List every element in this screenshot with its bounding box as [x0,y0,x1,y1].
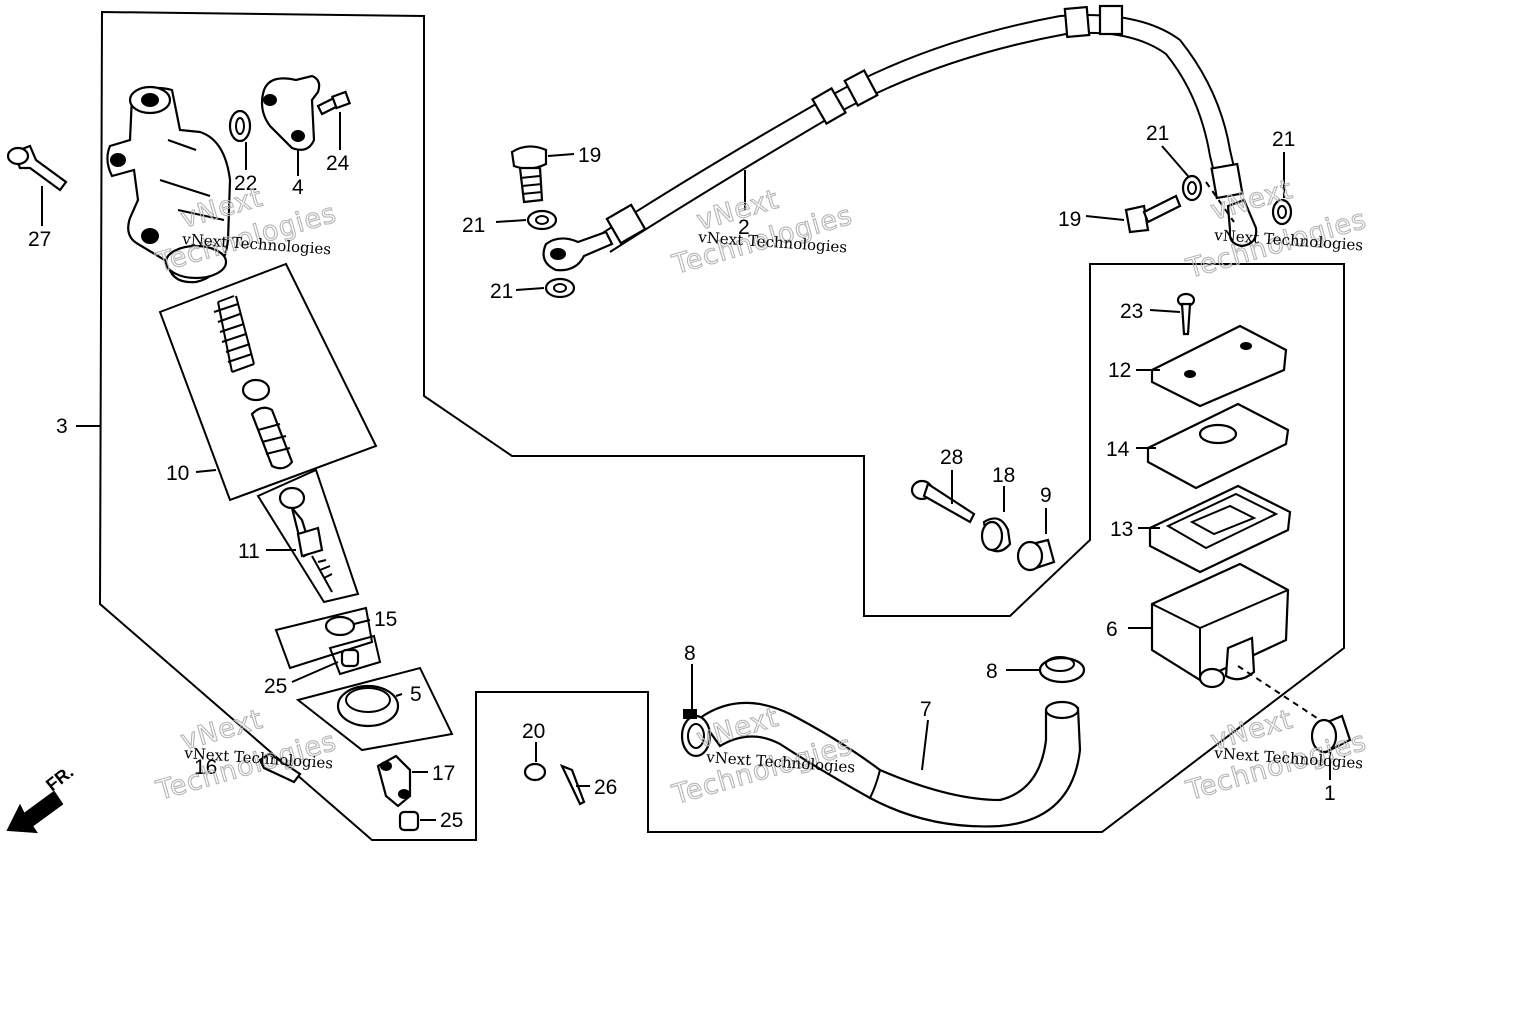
watermark: vNext Technologies vNext Technologies [1182,173,1371,285]
part-label: 2 [738,216,750,239]
group-outlines [98,10,1345,841]
piston-10 [250,406,294,470]
spring-seat [241,378,271,402]
nut-25a [340,648,360,668]
bolt-16 [258,752,302,784]
banjo-bolt-19-left [510,145,548,204]
part-label: 25 [264,675,287,698]
group-outline-piston-set [158,262,378,502]
clevis-17 [376,754,412,808]
front-marker-label: FR. [42,762,77,796]
group-outline-nut [328,634,382,676]
part-label: 1 [1324,782,1336,805]
washer-21d [1271,198,1293,226]
part-label: 4 [292,176,304,199]
grommet-1 [1310,714,1352,754]
banjo-fitting-left [542,230,614,272]
part-label: 8 [684,642,696,665]
part-label: 16 [194,756,217,779]
banjo-bolt-19-right [1124,194,1182,234]
part-label: 14 [1106,438,1130,461]
reservoir-hose-7 [698,700,1082,828]
washer-21a [526,209,558,231]
front-arrow-icon [6,790,64,834]
washer-21b [544,277,576,299]
diaphragm-plate-14 [1146,402,1290,490]
part-label: 25 [440,809,463,832]
push-rod-11 [278,486,333,593]
part-label: 26 [594,776,617,799]
part-labels: 27 22 4 24 3 10 11 15 25 5 16 17 25 19 2… [28,122,1336,832]
master-cylinder-body [106,85,232,284]
leader-lines [41,112,1331,821]
washer-22 [228,109,252,143]
part-label: 21 [462,214,485,237]
group-outline-push-rod [256,468,360,604]
part-label: 24 [326,152,350,175]
part-label: 5 [410,683,422,706]
cotter-pin-26 [559,763,586,806]
collar-18 [980,517,1012,553]
banjo-fitting-right [1226,198,1258,248]
bolt-28 [910,479,976,524]
part-label: 19 [1058,208,1081,231]
group-outline-circlip [274,606,374,670]
washer-20 [523,762,547,782]
reservoir-6 [1150,562,1290,689]
part-label: 11 [238,540,260,563]
hose-joint-4 [260,74,321,151]
spring-10 [213,295,255,373]
part-label: 10 [166,462,189,485]
part-label: 21 [1272,128,1295,151]
part-label: 7 [920,698,932,721]
part-label: 22 [234,172,257,195]
part-label: 23 [1120,300,1143,323]
part-label: 15 [374,608,397,631]
group-outline-boot [295,666,454,752]
part-label: 19 [578,144,601,167]
bolt-27 [6,144,68,192]
grommet-9 [1016,538,1056,572]
nut-25b [398,810,420,832]
brake-hose-2 [597,4,1244,253]
part-label: 12 [1108,359,1131,382]
part-label: 8 [986,660,998,683]
watermarks: vNext Technologies vNext Technologies vN… [152,173,1371,811]
part-label: 3 [56,415,68,438]
part-label: 28 [940,446,963,469]
part-label: 21 [490,280,513,303]
part-label: 6 [1106,618,1118,641]
part-label: 9 [1040,484,1052,507]
part-label: 21 [1146,122,1169,145]
part-label: 18 [992,464,1015,487]
group-outline-master-cylinder [98,10,1345,841]
parts [6,4,1352,832]
hose-clamp-8a [680,709,712,758]
front-direction-arrow: FR. [6,762,77,834]
screw-23 [1176,292,1196,336]
reservoir-cover-12 [1150,324,1288,408]
hose-clamp-8b [1038,656,1086,684]
part-label: 17 [432,762,455,785]
diaphragm-13 [1148,484,1292,574]
boot-5 [336,684,400,728]
circlip-15 [324,615,356,637]
part-label: 27 [28,228,51,251]
part-label: 20 [522,720,545,743]
screw-24 [316,90,352,116]
washer-21c [1181,174,1203,202]
watermark: vNext Technologies vNext Technologies [152,703,341,807]
part-label: 13 [1110,518,1133,541]
